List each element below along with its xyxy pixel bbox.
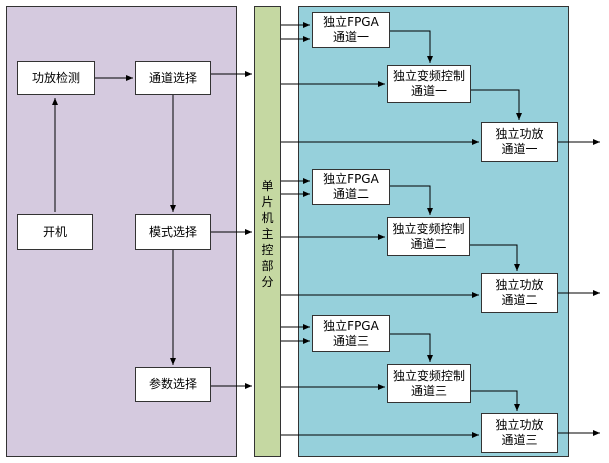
fpga-channel-1-box: 独立FPGA 通道一 (312, 12, 390, 48)
fpga-channel-3-name: 通道三 (332, 333, 369, 348)
power-amp-channel-3-name: 通道三 (501, 433, 538, 447)
power-amp-channel-1-name: 通道一 (501, 142, 538, 156)
power-amp-channel-2-box: 独立功放 通道二 (481, 273, 558, 313)
power-on-box: 开机 (17, 214, 93, 250)
power-amp-channel-3-box: 独立功放 通道三 (481, 413, 558, 453)
power-amp-detect-box: 功放检测 (17, 61, 95, 95)
power-amp-channel-1-title: 独立功放 (495, 127, 544, 141)
arrow-fpga-to-freq-2 (390, 185, 433, 215)
power-amp-channel-2-title: 独立功放 (495, 278, 544, 292)
fpga-channel-2-title: 独立FPGA (323, 172, 379, 186)
freq-control-channel-2-box: 独立变频控制 通道二 (387, 217, 470, 256)
fpga-channel-3-title: 独立FPGA (323, 318, 379, 333)
param-select-box: 参数选择 (135, 367, 211, 402)
freq-control-channel-2-name: 通道二 (410, 236, 447, 251)
arrow-freq-to-amp-2 (470, 244, 520, 271)
power-amp-channel-1-box: 独立功放 通道一 (481, 122, 558, 162)
arrow-freq-to-amp-3 (471, 390, 520, 411)
fpga-channel-2-name: 通道二 (332, 187, 369, 201)
arrow-freq-to-amp-1 (471, 89, 522, 120)
fpga-channel-2-box: 独立FPGA 通道二 (312, 169, 390, 205)
mode-select-label: 模式选择 (148, 224, 197, 239)
channel-select-box: 通道选择 (135, 61, 211, 95)
power-amp-detect-label: 功放检测 (31, 70, 80, 85)
param-select-label: 参数选择 (148, 377, 197, 391)
freq-control-channel-2-title: 独立变频控制 (392, 221, 465, 236)
mcu-label: 单 片 机 主 控 部 分 (261, 179, 274, 289)
fpga-channel-1-name: 通道一 (332, 30, 369, 44)
freq-control-channel-3-title: 独立变频控制 (392, 368, 465, 383)
power-on-label: 开机 (42, 224, 67, 239)
arrow-fpga-to-freq-3 (390, 333, 433, 362)
arrow-fpga-to-freq-1 (390, 30, 433, 63)
fpga-channel-3-box: 独立FPGA 通道三 (312, 315, 390, 352)
freq-control-channel-3-box: 独立变频控制 通道三 (387, 364, 471, 403)
power-amp-channel-2-name: 通道二 (501, 293, 538, 307)
mode-select-box: 模式选择 (135, 214, 211, 250)
fpga-channel-1-title: 独立FPGA (323, 15, 379, 29)
freq-control-channel-1-title: 独立变频控制 (392, 69, 465, 83)
power-amp-channel-3-title: 独立功放 (495, 418, 544, 432)
mcu-main-control-panel (254, 6, 281, 457)
freq-control-channel-1-name: 通道一 (410, 84, 447, 98)
channel-select-label: 通道选择 (148, 70, 197, 85)
freq-control-channel-1-box: 独立变频控制 通道一 (387, 65, 471, 103)
freq-control-channel-3-name: 通道三 (410, 383, 447, 398)
